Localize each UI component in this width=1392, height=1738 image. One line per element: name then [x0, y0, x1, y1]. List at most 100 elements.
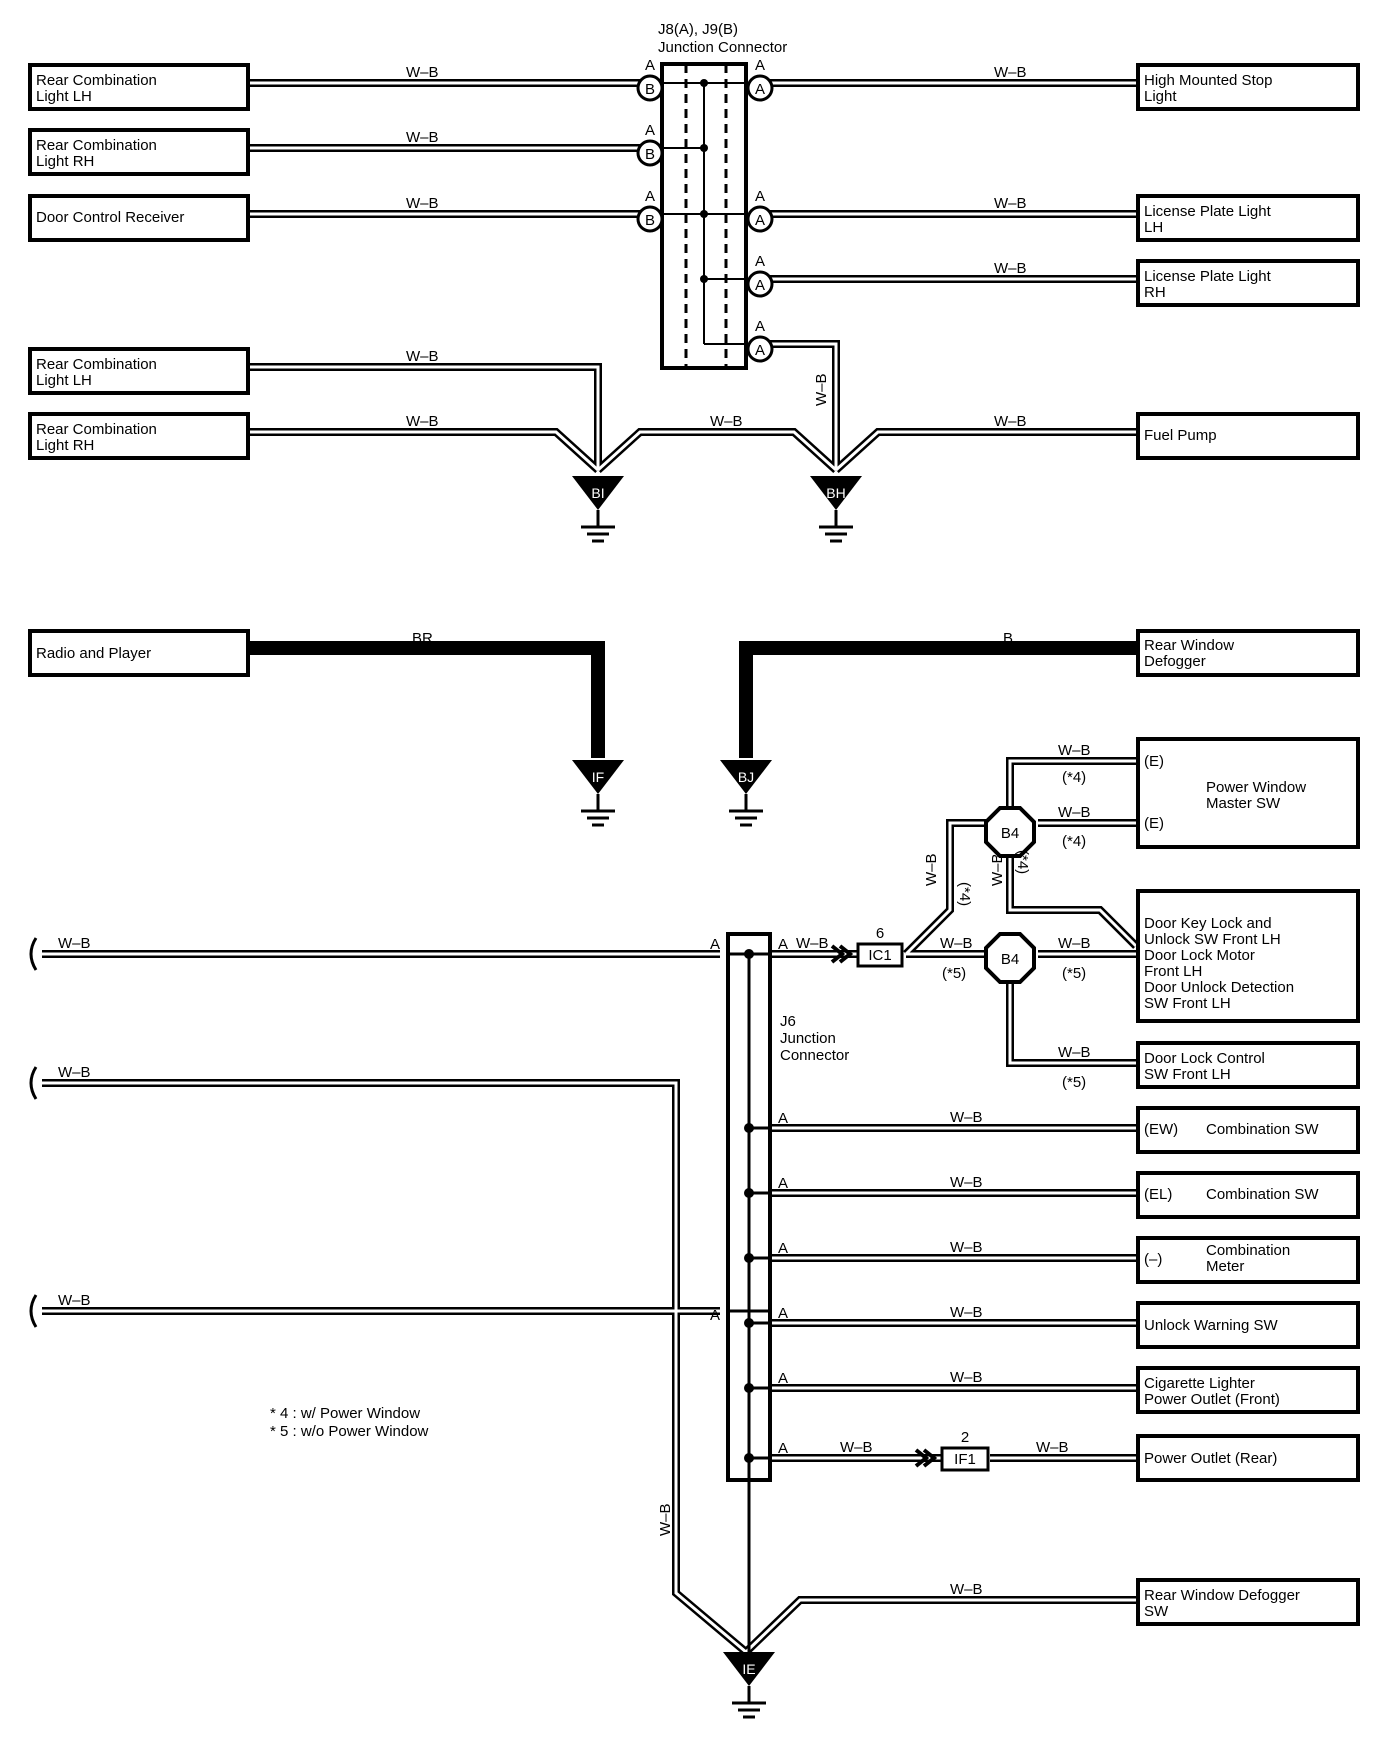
wire-color-label: W–B: [989, 853, 1006, 886]
component-label: Fuel Pump: [1144, 427, 1217, 444]
box-license-rh: [1136, 259, 1360, 307]
pin-label: A: [645, 188, 655, 205]
option-markers: (*4) (*4) (*4) (*4) (*5) (*5) (*5): [942, 769, 1086, 1091]
box-door-lock-control: [1136, 1041, 1360, 1089]
pin-label: A: [755, 253, 765, 270]
component-label: Rear Window: [1144, 637, 1234, 654]
option-marker: (*4): [1014, 850, 1031, 874]
option-marker: (*5): [942, 965, 966, 982]
terminal-label: (E): [1144, 815, 1164, 832]
junction-connector-j6: [726, 932, 772, 1652]
pin-label: A: [778, 1175, 788, 1192]
wire-color-label: W–B: [710, 413, 743, 430]
component-label: Combination SW: [1206, 1186, 1319, 1203]
box-comb-meter: [1136, 1236, 1360, 1284]
box-comb-sw-ew: [1136, 1106, 1360, 1154]
wire-color-label: W–B: [950, 1239, 983, 1256]
box-power-window-master: [1136, 737, 1360, 849]
connector-b4-upper: [984, 806, 1036, 858]
component-label: Meter: [1206, 1258, 1244, 1275]
component-label: Light RH: [36, 153, 94, 170]
box-license-lh: [1136, 194, 1360, 242]
box-power-outlet-rear: [1136, 1434, 1360, 1482]
component-label: RH: [1144, 284, 1166, 301]
wire-color-label: W–B: [923, 853, 940, 886]
connector-ic1: [830, 942, 904, 968]
j6-label: Connector: [780, 1047, 849, 1064]
component-label: Door Control Receiver: [36, 209, 184, 226]
pin-label: A: [755, 277, 765, 294]
junction-subtitle: Junction Connector: [658, 39, 787, 56]
wire-color-label: W–B: [1036, 1439, 1069, 1456]
connector-if1: [914, 1446, 990, 1472]
wire-color-label: W–B: [950, 1304, 983, 1321]
component-label: Power Outlet (Front): [1144, 1391, 1280, 1408]
wb-wires-inner: [42, 81, 1138, 1654]
wire-color-label: W–B: [950, 1581, 983, 1598]
component-label: Rear Combination: [36, 137, 157, 154]
wire-color-label: W–B: [796, 935, 829, 952]
component-label: Combination: [1206, 1242, 1290, 1259]
pin-label: A: [755, 212, 765, 229]
pin-label: B: [645, 81, 655, 98]
component-label: License Plate Light: [1144, 268, 1272, 285]
component-label: LH: [1144, 219, 1163, 236]
wire-color-label: W–B: [1058, 935, 1091, 952]
junction-title: J8(A), J9(B): [658, 21, 738, 38]
pin-label: A: [778, 1110, 788, 1127]
option-marker: (*4): [1062, 769, 1086, 786]
component-label: License Plate Light: [1144, 203, 1272, 220]
box-rcl-lh-2: [28, 347, 250, 395]
wire-color-label: W–B: [950, 1369, 983, 1386]
connector-b4-lower: [984, 932, 1036, 984]
component-label: Power Window: [1206, 779, 1306, 796]
ground-if-label: IF: [592, 769, 604, 785]
box-radio: [28, 629, 250, 677]
wire-color-label: W–B: [940, 935, 973, 952]
note-line: * 5 : w/o Power Window: [270, 1423, 429, 1440]
box-defogger: [1136, 629, 1360, 677]
ground-bi-label: BI: [591, 485, 604, 501]
ground-ie-label: IE: [742, 1661, 755, 1677]
box-defogger-sw: [1136, 1578, 1360, 1626]
component-label: Light RH: [36, 437, 94, 454]
component-label: Unlock SW Front LH: [1144, 931, 1281, 948]
wire-color-label: W–B: [58, 935, 91, 952]
option-marker: (*4): [1062, 833, 1086, 850]
component-label: Defogger: [1144, 653, 1206, 670]
terminal-label: (–): [1144, 1251, 1162, 1268]
component-label: Door Key Lock and: [1144, 915, 1272, 932]
component-label: High Mounted Stop: [1144, 72, 1272, 89]
wire-color-label: BR: [412, 630, 433, 647]
connector-if1-label: IF1: [954, 1451, 976, 1468]
wire-color-label: W–B: [406, 195, 439, 212]
component-label: Master SW: [1206, 795, 1281, 812]
box-comb-sw-el: [1136, 1171, 1360, 1219]
j6-label: J6: [780, 1013, 796, 1030]
connector-b4-label: B4: [1001, 951, 1019, 968]
component-label: Rear Combination: [36, 356, 157, 373]
wire-color-label: W–B: [950, 1109, 983, 1126]
option-marker: (*4): [956, 882, 973, 906]
component-label: Light LH: [36, 88, 92, 105]
wire-breaks: [29, 937, 38, 1328]
box-rcl-rh: [28, 128, 250, 176]
component-labels: Rear Combination Light LH Rear Combinati…: [36, 72, 1319, 1620]
component-label: Cigarette Lighter: [1144, 1375, 1255, 1392]
wire-color-label: W–B: [994, 413, 1027, 430]
thick-wires: [248, 641, 1136, 758]
wire-color-label: W–B: [994, 195, 1027, 212]
option-marker: (*5): [1062, 1074, 1086, 1091]
pin-label: A: [778, 1240, 788, 1257]
wire-color-label: W–B: [58, 1292, 91, 1309]
wire-color-label: W–B: [994, 260, 1027, 277]
j6-label: Junction: [780, 1030, 836, 1047]
component-label: Combination SW: [1206, 1121, 1319, 1138]
pin-label: A: [755, 188, 765, 205]
pin-label: B: [645, 212, 655, 229]
wire-color-label: W–B: [406, 413, 439, 430]
box-rcl-rh-2: [28, 412, 250, 460]
box-unlock-warning: [1136, 1301, 1360, 1349]
box-cigarette: [1136, 1366, 1360, 1414]
